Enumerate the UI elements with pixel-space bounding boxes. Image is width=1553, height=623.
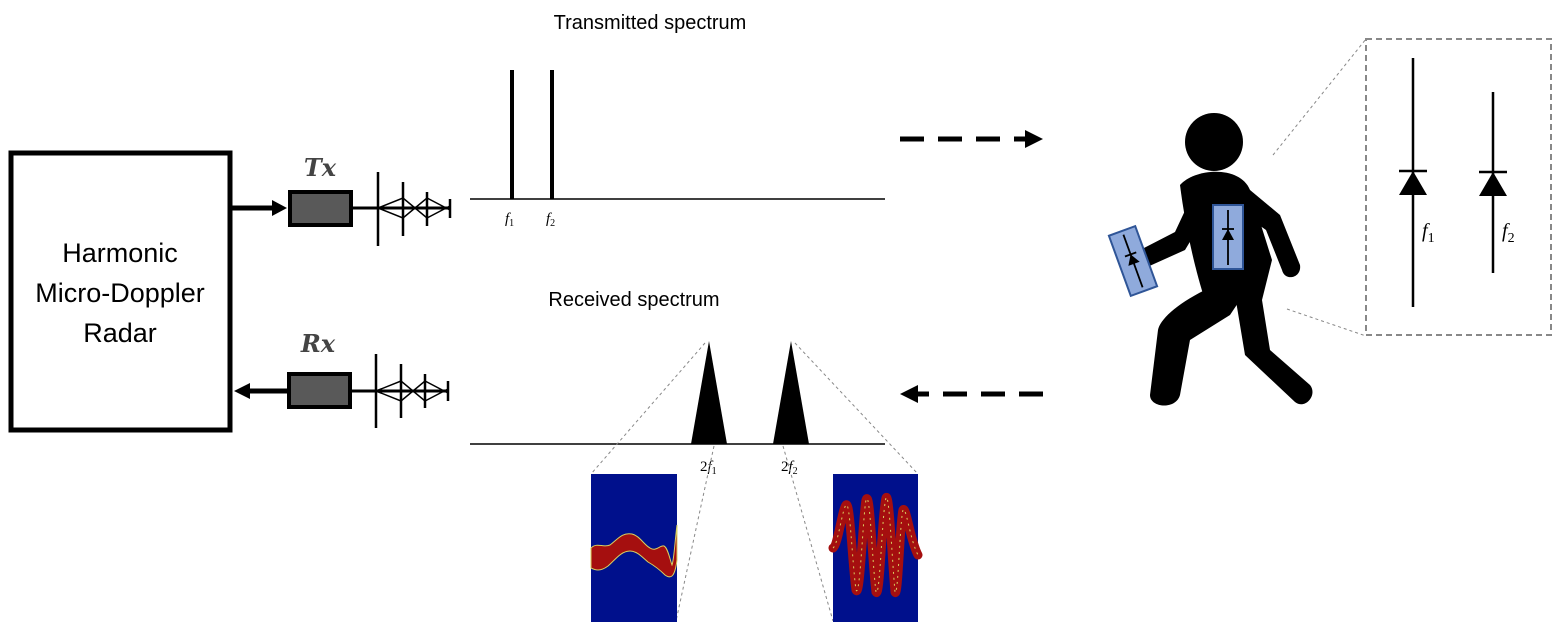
- rx-amplifier: [287, 372, 352, 409]
- tag-torso: [1212, 204, 1244, 270]
- tag-zoom-inset: f1 f2: [1272, 38, 1552, 337]
- tx-amplifier: [288, 190, 353, 227]
- radar-box: Harmonic Micro-Doppler Radar: [8, 150, 233, 433]
- tag-f1-label: f1: [1422, 220, 1435, 246]
- rx-antenna: [352, 354, 450, 428]
- tag-hand: [1107, 224, 1159, 298]
- transmitted-f1-label: f1: [505, 211, 514, 229]
- received-2f2-label: 2f2: [781, 459, 798, 477]
- tx-antenna: [353, 172, 452, 246]
- radar-label-line2: Micro-Doppler: [35, 278, 205, 308]
- transmitted-title: Transmitted spectrum: [554, 12, 747, 34]
- zoom-lines-received: [590, 342, 919, 622]
- rx-arrow-head: [234, 383, 250, 399]
- received-title: Received spectrum: [548, 289, 719, 311]
- rx-label: Rx: [300, 329, 336, 358]
- tx-arrow-head: [272, 200, 287, 216]
- spectrogram-2f2: [828, 474, 923, 622]
- transmitted-spectrum: Transmitted spectrum f1 f2: [470, 12, 885, 229]
- tx-chain: Tx: [232, 153, 452, 246]
- received-peak-2f1: [691, 341, 727, 444]
- radar-label-line1: Harmonic: [62, 238, 178, 268]
- radar-label-line3: Radar: [83, 318, 157, 348]
- received-2f1-label: 2f1: [700, 459, 717, 477]
- incoming-signal-arrow: [900, 385, 1043, 403]
- tag-f2-label: f2: [1502, 220, 1515, 246]
- outgoing-signal-arrow: [900, 130, 1043, 148]
- diode-f2-icon: [1479, 92, 1507, 273]
- tx-label: Tx: [304, 153, 337, 182]
- received-spectrum: Received spectrum 2f1 2f2: [470, 289, 919, 622]
- received-peak-2f2: [773, 341, 809, 444]
- pedestrian-icon: [1133, 113, 1313, 406]
- diode-f1-icon: [1399, 58, 1427, 307]
- rx-chain: Rx: [234, 329, 450, 428]
- transmitted-f2-label: f2: [546, 211, 555, 229]
- spectrogram-2f1: [590, 474, 678, 622]
